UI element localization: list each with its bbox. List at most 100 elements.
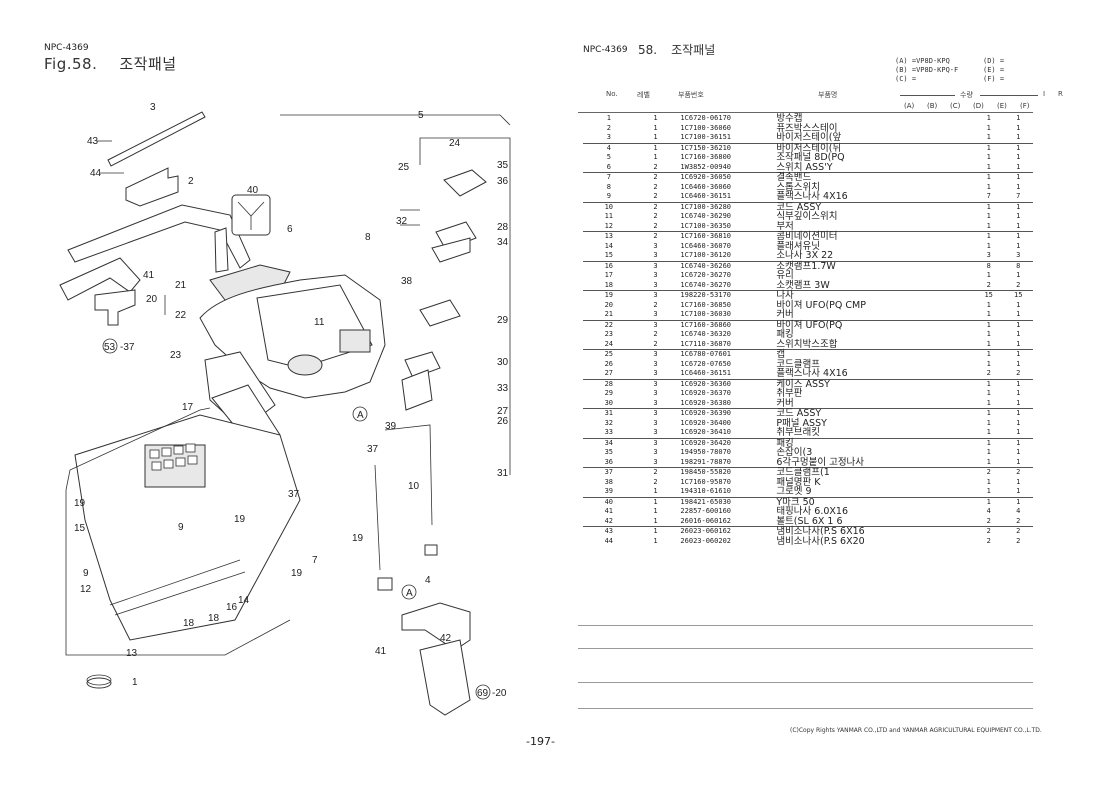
part-number: 194310-61610 (676, 487, 773, 498)
part-no: 23 (604, 330, 614, 338)
part-no: 1 (606, 114, 611, 122)
blank-rule-3 (578, 682, 1033, 683)
part-no: 10 (604, 202, 614, 211)
svg-text:9: 9 (178, 522, 184, 533)
qty-a: 1 (986, 212, 991, 220)
part-name: 케이스 ASSY (776, 378, 830, 390)
qty-line-left (900, 95, 955, 96)
svg-text:21: 21 (175, 280, 187, 291)
svg-text:16: 16 (226, 602, 238, 613)
qty-col-b: (B) (927, 102, 938, 110)
svg-text:29: 29 (497, 315, 509, 326)
part-number: 1C6920-36390 (680, 409, 731, 417)
qty-a: 1 (986, 182, 991, 191)
part-no: 44 (604, 536, 614, 545)
qty-b: 1 (1003, 487, 1033, 498)
part-no: 22 (604, 320, 614, 329)
meter-housing (74, 414, 301, 641)
svg-text:31: 31 (497, 468, 509, 479)
part-name: 손잡이(3 (776, 447, 813, 458)
part-number: 26023-060162 (680, 527, 731, 535)
qty-b: 1 (1016, 438, 1021, 447)
qty-a: 1 (973, 428, 1004, 439)
part-number: 1C6740-36290 (680, 212, 731, 220)
part-level: 3 (653, 350, 658, 358)
copyright-notice: (C)Copy Rights YANMAR CO.,LTD and YANMAR… (790, 727, 1042, 734)
part-no: 30 (583, 398, 635, 409)
qty-b: 1 (1016, 202, 1021, 211)
part-number: 1C7100-36350 (676, 221, 773, 232)
visor-stay-rear (401, 602, 471, 716)
qty-a: 1 (986, 330, 991, 338)
figure-title: Fig.58.조작패널 (44, 53, 177, 74)
qty-a: 4 (986, 507, 991, 515)
switch-box-assy (419, 169, 487, 327)
qty-b: 1 (1003, 339, 1033, 350)
part-name: 식부깊이스위치 (776, 211, 838, 222)
svg-text:27: 27 (497, 406, 509, 417)
part-number: 26016-060162 (676, 516, 773, 527)
qty-b: 2 (1003, 369, 1033, 380)
part-number: 1C7160-36860 (680, 320, 731, 329)
svg-text:37: 37 (288, 489, 300, 500)
part-number: 1C6920-36420 (680, 438, 731, 447)
part-name: 조작패널 8D(PQ (776, 152, 845, 163)
part-number: 1C6920-36360 (680, 379, 731, 388)
qty-a: 2 (986, 527, 991, 535)
part-level: 3 (634, 398, 677, 409)
part-no: 38 (604, 477, 614, 486)
part-name: Y마크 50 (776, 496, 815, 508)
part-level: 3 (653, 320, 658, 329)
svg-text:5: 5 (418, 110, 424, 121)
svg-text:14: 14 (238, 595, 250, 606)
svg-text:41: 41 (143, 270, 155, 281)
part-name: 바이져 UFO(PQ CMP (776, 299, 866, 311)
svg-text:1: 1 (132, 677, 138, 688)
qty-b: 1 (1016, 448, 1021, 456)
part-number: 1C7100-36030 (676, 310, 773, 321)
qty-a: 2 (973, 369, 1004, 380)
qty-col-c: (C) (950, 102, 961, 110)
part-level: 2 (653, 173, 658, 181)
part-number: 1C6460-36070 (680, 241, 731, 250)
svg-text:17: 17 (182, 402, 194, 413)
svg-text:4: 4 (425, 575, 431, 586)
svg-text:12: 12 (80, 584, 92, 595)
part-level: 3 (653, 438, 658, 447)
svg-text:38: 38 (401, 276, 413, 287)
qty-a: 1 (986, 173, 991, 181)
part-level: 1 (653, 143, 658, 152)
part-level: 1 (653, 497, 658, 506)
qty-a: 7 (973, 192, 1004, 203)
part-name: 그로멧 9 (772, 487, 974, 498)
part-name: 태핑나사 6.0X16 (776, 506, 848, 517)
qty-b: 1 (1016, 359, 1021, 368)
part-number: 1C7160-36800 (680, 153, 731, 161)
part-level: 1 (653, 114, 658, 122)
svg-text:24: 24 (449, 138, 461, 149)
part-no: 42 (583, 516, 635, 527)
part-name: 취부브래킷 (772, 428, 974, 439)
svg-text:32: 32 (396, 216, 408, 227)
qty-a: 1 (986, 123, 991, 132)
part-number: 1C6460-36151 (676, 369, 773, 380)
qty-a: 2 (986, 468, 991, 476)
model-f: (F) = (983, 75, 1005, 83)
part-name: 6각구멍붙이 고정나사 (772, 457, 974, 468)
